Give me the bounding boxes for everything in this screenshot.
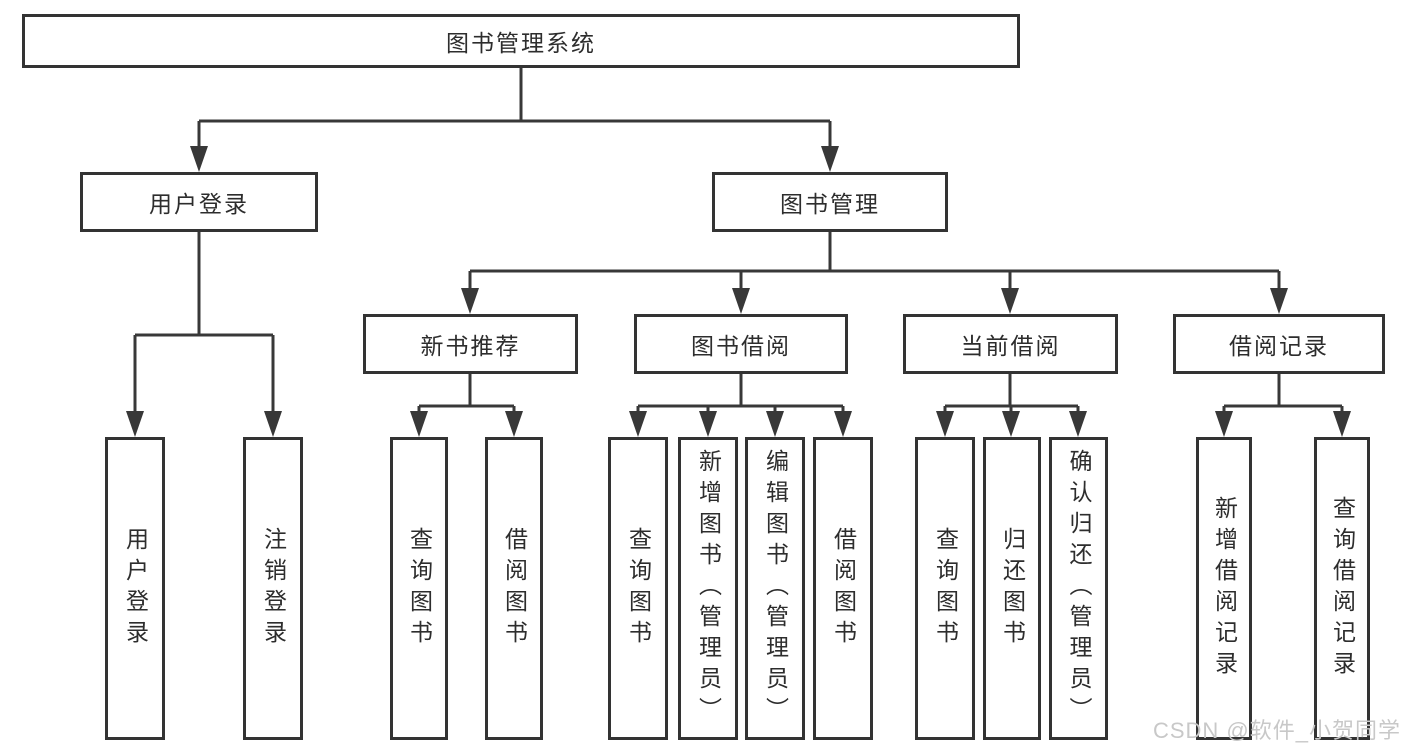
arrow-down-icon [264, 411, 282, 437]
arrow-down-icon [732, 288, 750, 314]
leaf-bb-add-books: 新增图书（管理员） [678, 437, 738, 740]
connector-new-book-rec-to-leaves [417, 374, 516, 417]
leaf-user-login-label: 用户登录 [122, 526, 149, 651]
node-root-label: 图书管理系统 [446, 30, 596, 56]
connector-current-borrow-to-leaves [943, 374, 1080, 417]
leaf-bb-add-books-label: 新增图书（管理员） [695, 449, 722, 728]
connector-root-to-level2 [197, 68, 832, 152]
arrow-down-icon [461, 288, 479, 314]
leaf-bb-borrow-books-label: 借阅图书 [830, 526, 857, 651]
node-book-management: 图书管理 [712, 172, 948, 232]
node-new-book-recommend-label: 新书推荐 [420, 333, 521, 359]
arrow-down-icon [126, 411, 144, 437]
arrow-down-icon [190, 146, 208, 172]
leaf-br-query-record-label: 查询借阅记录 [1329, 495, 1356, 682]
connector-borrow-records-to-leaves [1222, 374, 1344, 417]
arrow-down-icon [936, 411, 954, 437]
node-book-borrowing-label: 图书借阅 [691, 333, 791, 359]
arrow-down-icon [699, 411, 717, 437]
leaf-cb-return-books-label: 归还图书 [999, 526, 1026, 651]
leaf-nbr-borrow-books-label: 借阅图书 [501, 526, 528, 651]
node-new-book-recommend: 新书推荐 [363, 314, 578, 374]
node-borrowing-records: 借阅记录 [1173, 314, 1385, 374]
leaf-nbr-query-books: 查询图书 [390, 437, 448, 740]
arrow-down-icon [821, 146, 839, 172]
arrow-down-icon [1215, 411, 1233, 437]
node-root: 图书管理系统 [22, 14, 1020, 68]
leaf-cb-confirm-return: 确认归还（管理员） [1049, 437, 1108, 740]
arrow-down-icon [410, 411, 428, 437]
leaf-user-login: 用户登录 [105, 437, 165, 740]
node-current-borrowing: 当前借阅 [903, 314, 1118, 374]
arrowheads [126, 146, 1351, 437]
arrow-down-icon [1001, 288, 1019, 314]
leaf-bb-borrow-books: 借阅图书 [813, 437, 873, 740]
arrow-down-icon [766, 411, 784, 437]
leaf-cb-query-books-label: 查询图书 [932, 526, 959, 651]
leaf-bb-query-books: 查询图书 [608, 437, 668, 740]
leaf-logout-label: 注销登录 [260, 526, 287, 651]
leaf-bb-query-books-label: 查询图书 [625, 526, 652, 651]
arrow-down-icon [1002, 411, 1020, 437]
leaf-nbr-query-books-label: 查询图书 [406, 526, 433, 651]
connector-user-login-to-leaves [133, 232, 275, 417]
node-book-management-label: 图书管理 [780, 191, 880, 217]
arrow-down-icon [1069, 411, 1087, 437]
connector-lines [133, 68, 1344, 417]
arrow-down-icon [629, 411, 647, 437]
leaf-br-query-record: 查询借阅记录 [1314, 437, 1370, 740]
connector-book-borrow-to-leaves [636, 374, 845, 417]
leaf-cb-query-books: 查询图书 [915, 437, 975, 740]
arrow-down-icon [505, 411, 523, 437]
node-borrowing-records-label: 借阅记录 [1229, 333, 1329, 359]
node-user-login-label: 用户登录 [149, 191, 249, 217]
leaf-logout: 注销登录 [243, 437, 303, 740]
leaf-bb-edit-books-label: 编辑图书（管理员） [762, 449, 789, 728]
leaf-br-add-record: 新增借阅记录 [1196, 437, 1252, 740]
connector-book-mgmt-to-level3 [468, 232, 1281, 294]
leaf-br-add-record-label: 新增借阅记录 [1211, 495, 1238, 682]
arrow-down-icon [1270, 288, 1288, 314]
leaf-cb-confirm-return-label: 确认归还（管理员） [1066, 449, 1092, 728]
node-book-borrowing: 图书借阅 [634, 314, 848, 374]
leaf-cb-return-books: 归还图书 [983, 437, 1041, 740]
leaf-bb-edit-books: 编辑图书（管理员） [745, 437, 805, 740]
watermark: CSDN @软件_小贺同学 [1152, 718, 1401, 743]
arrow-down-icon [834, 411, 852, 437]
leaf-nbr-borrow-books: 借阅图书 [485, 437, 543, 740]
arrow-down-icon [1333, 411, 1351, 437]
node-current-borrowing-label: 当前借阅 [960, 333, 1061, 359]
node-user-login: 用户登录 [80, 172, 318, 232]
